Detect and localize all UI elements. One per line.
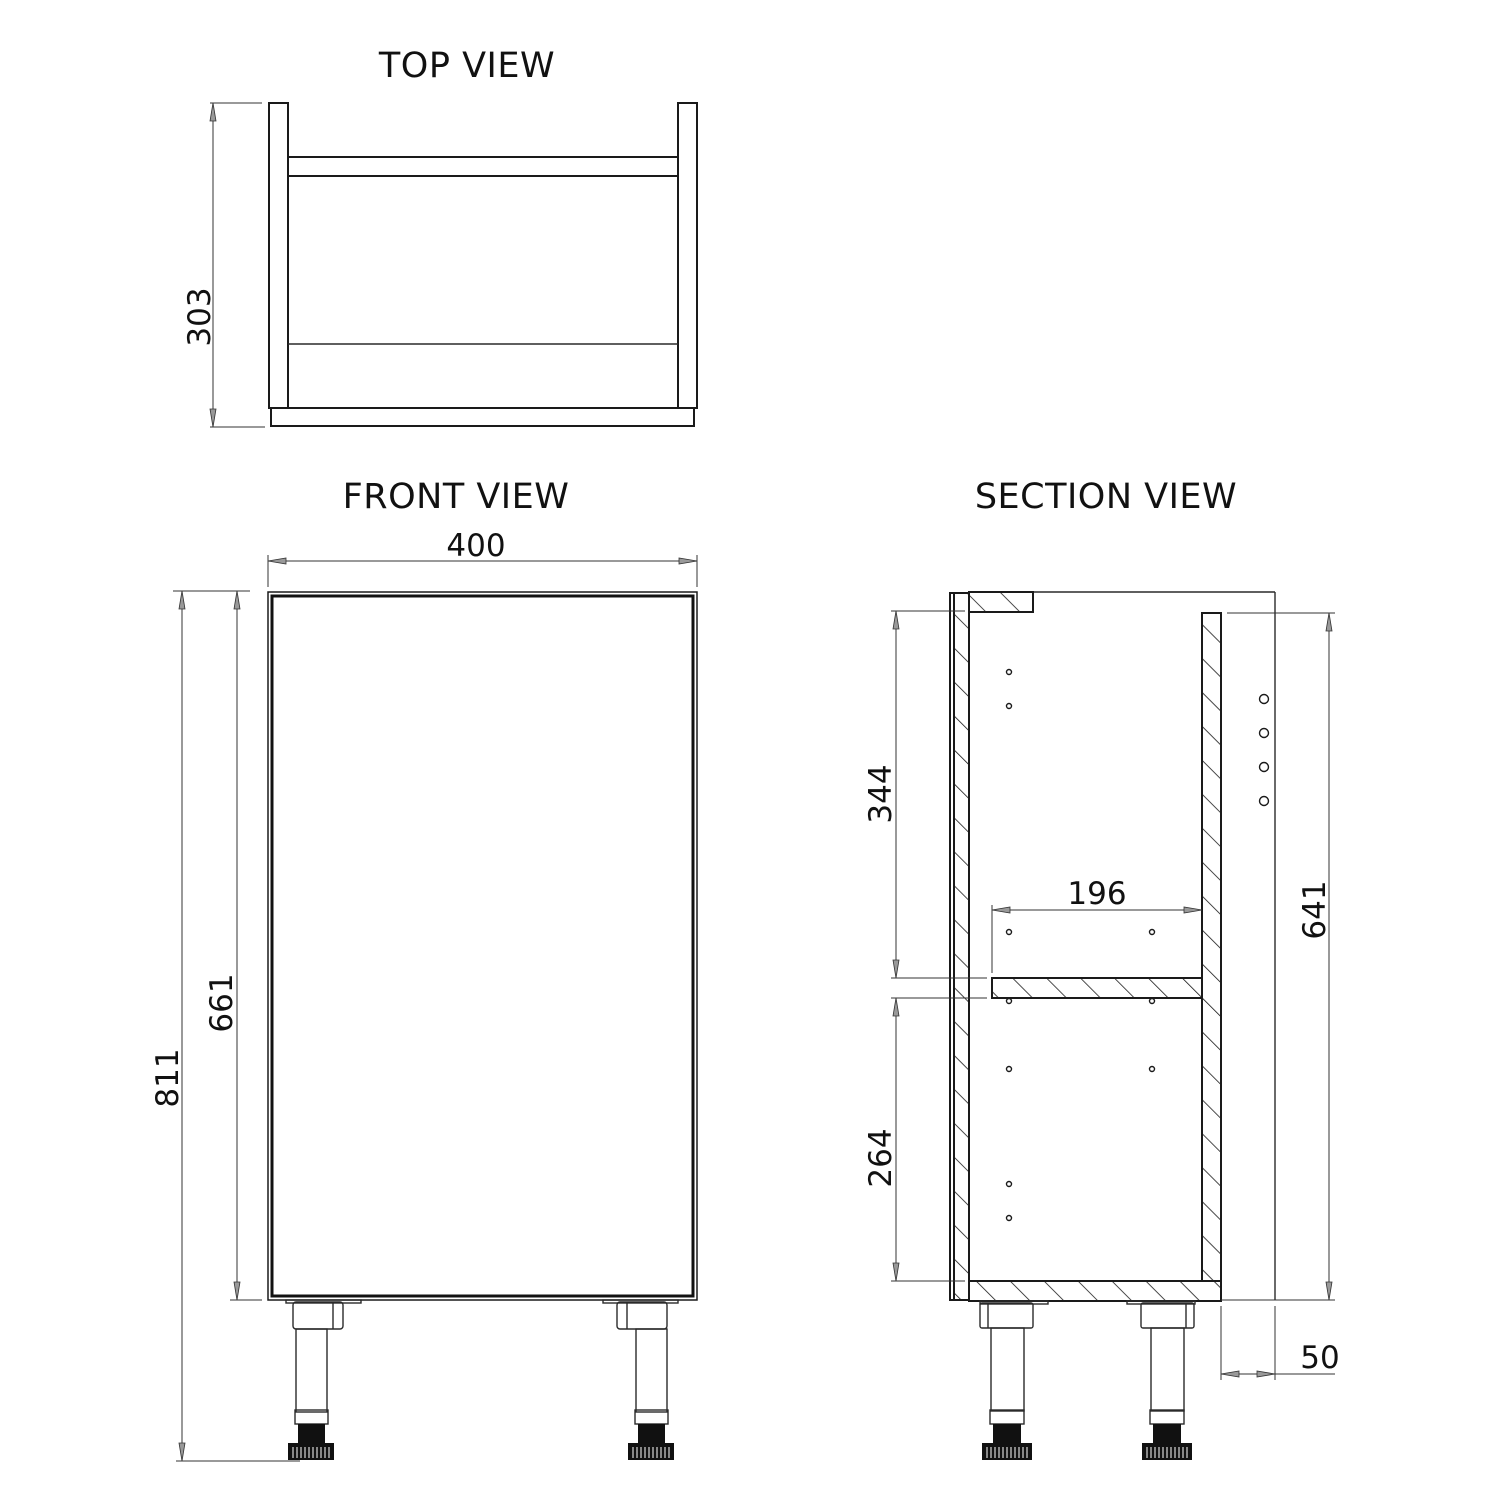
dim-section-shelf-depth: 196 (1067, 876, 1126, 912)
section-top-rail (968, 591, 1034, 613)
section-view-title: SECTION VIEW (975, 477, 1237, 517)
section-shelf (991, 977, 1203, 999)
top-left-side-panel (268, 102, 289, 409)
front-leg-left (285, 1299, 362, 1460)
section-base (968, 1280, 1222, 1302)
dim-section-upper-space: 344 (863, 764, 899, 823)
dim-top-depth: 303 (182, 287, 218, 346)
front-door-panel (270, 594, 695, 1298)
front-leg-right (602, 1299, 679, 1460)
section-back-panel (1201, 612, 1222, 1302)
dim-front-carcass-height: 661 (204, 973, 240, 1032)
front-view: FRONT VIEW 400 811 661 (150, 477, 698, 1462)
dim-section-back-void: 50 (1300, 1340, 1339, 1376)
top-door (270, 407, 695, 427)
section-front-upright (953, 592, 970, 1301)
top-view-title: TOP VIEW (378, 46, 555, 86)
section-view: SECTION VIEW (863, 477, 1340, 1460)
dim-front-total-height: 811 (150, 1048, 186, 1107)
dim-front-width: 400 (446, 528, 505, 564)
section-leg-left (979, 1300, 1049, 1460)
dim-section-internal-height: 641 (1297, 880, 1333, 939)
front-door-outline (267, 591, 698, 1301)
top-right-side-panel (677, 102, 698, 409)
front-view-title: FRONT VIEW (343, 477, 570, 517)
section-leg-right (1126, 1300, 1196, 1460)
dim-section-lower-space: 264 (863, 1128, 899, 1187)
top-view: TOP VIEW 303 (182, 46, 698, 428)
